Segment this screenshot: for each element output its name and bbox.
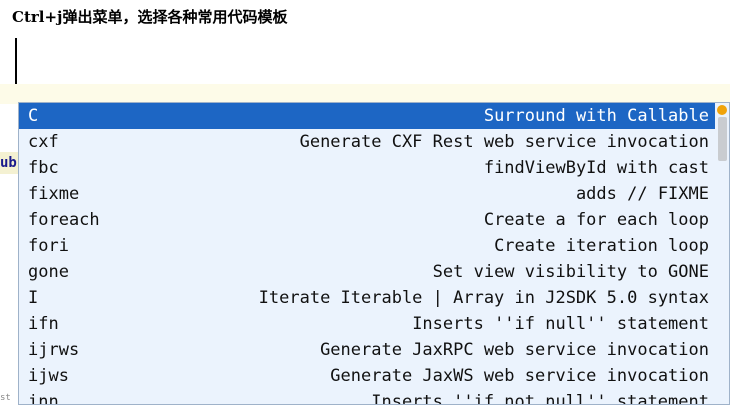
template-item[interactable]: ifn Inserts ''if null'' statement [19,311,715,337]
popup-scrollbar[interactable] [715,103,729,404]
editor-current-line [0,84,730,104]
template-abbreviation: inn [28,392,59,405]
template-item[interactable]: foreach Create a for each loop [19,207,715,233]
template-description: Create a for each loop [483,210,709,230]
template-description: Generate JaxRPC web service invocation [320,340,709,360]
template-item[interactable]: fbc findViewById with cast [19,155,715,181]
scroll-marker-icon [717,105,727,115]
template-description: Surround with Callable [483,106,709,126]
template-abbreviation: fixme [28,184,80,204]
template-description: Set view visibility to GONE [432,262,709,282]
template-description: Iterate Iterable | Array in J2SDK 5.0 sy… [258,288,709,308]
template-description: Create iteration loop [494,236,709,256]
template-description: Inserts ''if not null'' statement [371,392,709,405]
live-template-popup[interactable]: C Surround with Callable cxf Generate CXF R… [18,102,730,405]
template-description: Generate JaxWS web service invocation [330,366,709,386]
template-item[interactable]: fori Create iteration loop [19,233,715,259]
editor-code-fragment: ub [0,152,18,174]
template-item[interactable]: inn Inserts ''if not null'' statement [19,389,715,405]
template-abbreviation: ijrws [28,340,80,360]
template-abbreviation: ijws [28,366,69,386]
template-item[interactable]: C Surround with Callable [19,103,715,129]
template-abbreviation: fbc [28,158,59,178]
template-item[interactable]: fixme adds // FIXME [19,181,715,207]
template-abbreviation: gone [28,262,69,282]
template-abbreviation: fori [28,236,69,256]
template-item[interactable]: I Iterate Iterable | Array in J2SDK 5.0 s… [19,285,715,311]
template-abbreviation: foreach [28,210,100,230]
template-item[interactable]: ijws Generate JaxWS web service invocatio… [19,363,715,389]
annotation-caption: Ctrl+j弹出菜单，选择各种常用代码模板 [12,8,288,26]
scrollbar-thumb[interactable] [718,117,727,161]
template-description: Inserts ''if null'' statement [412,314,709,334]
template-description: findViewById with cast [483,158,709,178]
editor-left-area [0,104,18,405]
template-item[interactable]: cxf Generate CXF Rest web service invocat… [19,129,715,155]
template-description: Generate CXF Rest web service invocation [299,132,709,152]
template-description: adds // FIXME [575,184,709,204]
template-abbreviation: cxf [28,132,59,152]
template-item[interactable]: gone Set view visibility to GONE [19,259,715,285]
template-abbreviation: ifn [28,314,59,334]
template-item[interactable]: ijrws Generate JaxRPC web service invocat… [19,337,715,363]
template-abbreviation: I [28,288,39,308]
template-abbreviation: C [28,106,39,126]
